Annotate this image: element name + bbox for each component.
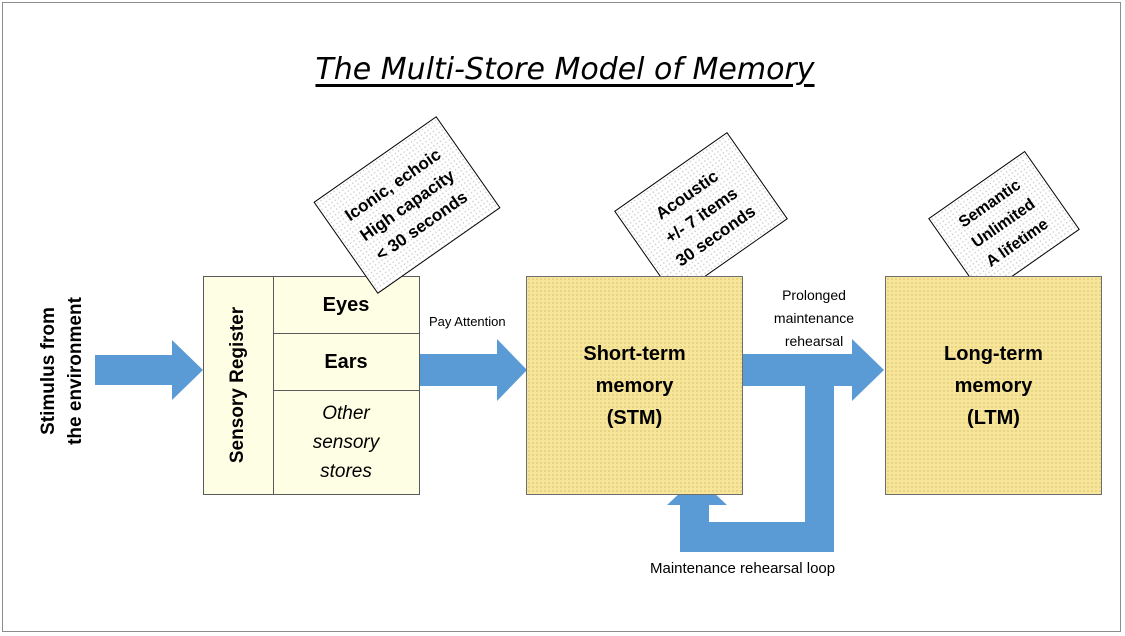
pay-attention-arrow [420, 339, 527, 401]
eyes-store: Eyes [273, 277, 419, 334]
other-line-1: Other [322, 403, 370, 424]
diagram-title: The Multi-Store Model of Memory [315, 52, 815, 87]
ltm-line-1: Long-term [944, 342, 1043, 365]
prolonged-line-2: maintenance [773, 310, 855, 326]
maintenance-loop-arrow [667, 386, 834, 552]
short-term-memory-box: Short-term memory (STM) [526, 276, 743, 495]
stm-line-2: memory [595, 374, 674, 397]
stimulus-line-1: Stimulus from [38, 307, 59, 435]
stm-line-1: Short-term [583, 342, 686, 365]
stimulus-line-2: the environment [65, 297, 86, 445]
other-line-2: sensory [312, 432, 380, 453]
prolonged-line-3: rehearsal [784, 333, 844, 349]
prolonged-line-1: Prolonged [782, 287, 846, 303]
maintenance-loop-label: Maintenance rehearsal loop [650, 560, 836, 577]
stm-line-3: (STM) [606, 406, 663, 429]
prolonged-rehearsal-label: Prolonged maintenance rehearsal [752, 284, 876, 353]
pay-attention-label: Pay Attention [429, 314, 506, 329]
ltm-line-3: (LTM) [967, 406, 1020, 429]
rehearsal-arrow [743, 339, 884, 401]
sensory-register-label-cell: Sensory Register [204, 277, 274, 494]
long-term-memory-box: Long-term memory (LTM) [885, 276, 1102, 495]
ears-store: Ears [273, 334, 419, 391]
other-line-3: stores [320, 461, 372, 482]
ltm-line-2: memory [954, 374, 1033, 397]
other-sensory-stores: Other sensory stores [273, 391, 419, 494]
sensory-register-box: Sensory Register Eyes Ears Other sensory… [203, 276, 420, 495]
sensory-register-label: Sensory Register [227, 306, 248, 464]
stimulus-arrow [95, 340, 203, 400]
stimulus-label: Stimulus from the environment [35, 271, 89, 471]
